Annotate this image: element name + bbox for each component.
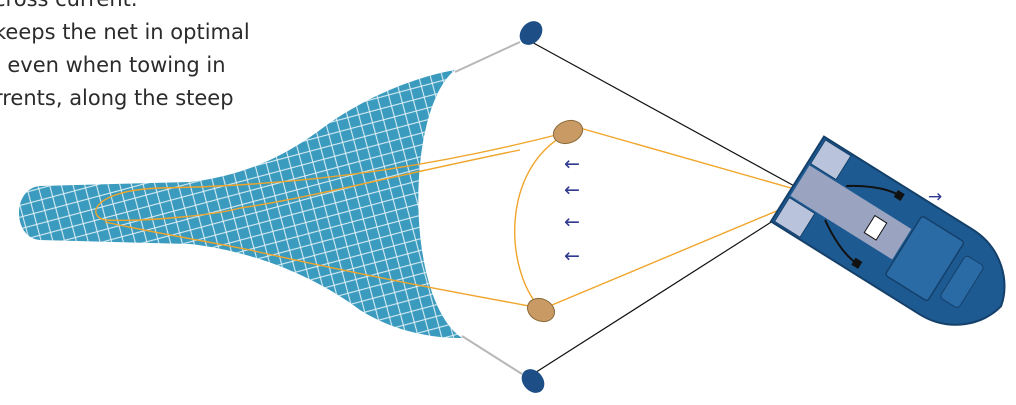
bridle-upper <box>454 41 521 73</box>
boat-deck <box>790 165 912 260</box>
headrope-upper <box>95 131 569 221</box>
trawl-door-upper <box>519 21 543 45</box>
description-line: rrents, along the steep <box>0 86 234 110</box>
description-line: cross current. <box>0 0 334 16</box>
direction-arrow-icon: → <box>928 187 942 207</box>
float-lower <box>526 297 556 323</box>
float-upper <box>552 119 584 145</box>
current-arrow-icon: ← <box>564 179 580 201</box>
description-text: cross current. keeps the net in optimal … <box>0 0 334 115</box>
sweep-upper <box>579 127 799 191</box>
trawl-door-lower <box>521 369 545 393</box>
footrope-lower <box>104 221 541 309</box>
bridle-lower <box>461 335 523 375</box>
float-connector <box>514 133 567 309</box>
current-arrow-icon: ← <box>564 211 580 233</box>
current-arrow-icon: ← <box>564 245 580 267</box>
description-line: , even when towing in <box>0 53 226 77</box>
trawler-boat <box>769 135 1006 326</box>
warp-line-upper <box>527 39 799 189</box>
warp-line-lower <box>529 204 799 377</box>
description-line: keeps the net in optimal <box>0 20 250 44</box>
sweep-lower <box>551 201 799 306</box>
current-arrow-icon: ← <box>564 153 580 175</box>
